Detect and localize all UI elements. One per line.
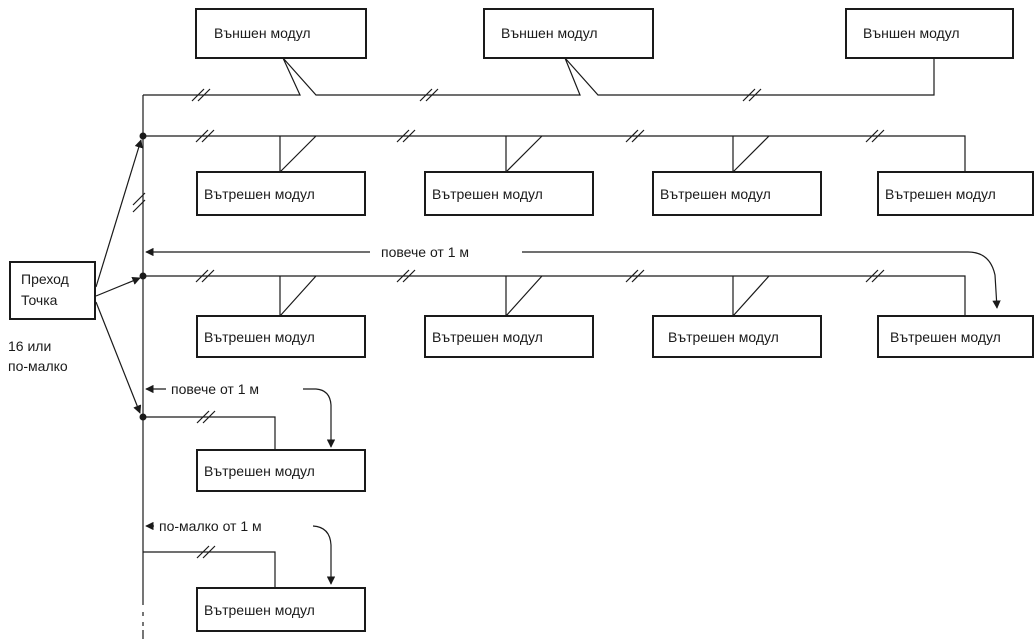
outdoor-unit-3: Външен модул — [845, 8, 1014, 59]
indoor-unit-label: Вътрешен модул — [885, 186, 996, 202]
indoor-unit-label: Вътрешен модул — [204, 463, 315, 479]
junction-label-line1: Преход — [21, 271, 69, 287]
outdoor-unit-label: Външен модул — [863, 25, 960, 41]
junction-dot — [139, 413, 147, 421]
wire-pair-marks — [196, 545, 216, 559]
distance-label: повече от 1 м — [381, 244, 469, 260]
distance-label: повече от 1 м — [171, 381, 259, 397]
indoor-unit-label: Вътрешен модул — [660, 186, 771, 202]
indoor-unit-label: Вътрешен модул — [204, 186, 315, 202]
indoor-unit-5: Вътрешен модул — [196, 315, 366, 358]
junction-arrows — [95, 139, 143, 414]
distance-annotation-1: повече от 1 м — [145, 244, 1001, 309]
outdoor-wiring-line — [143, 57, 935, 96]
indoor-unit-8: Вътрешен модул — [877, 315, 1034, 358]
junction-point-box: Преход Точка — [9, 261, 96, 320]
distance-annotation-3: по-малко от 1 м — [145, 518, 336, 585]
indoor-row2-line — [143, 275, 966, 317]
indoor-unit-3: Вътрешен модул — [652, 171, 822, 216]
outdoor-unit-1: Външен модул — [195, 8, 367, 59]
wire-pair-marks — [195, 269, 885, 283]
count-note-line1: 16 или — [8, 338, 51, 354]
indoor-unit-2: Вътрешен модул — [424, 171, 594, 216]
wire-pair-marks — [196, 410, 216, 424]
indoor-unit-label: Вътрешен модул — [204, 602, 315, 618]
outdoor-unit-2: Външен модул — [483, 8, 654, 59]
indoor-row1-line — [143, 135, 966, 173]
wire-pair-marks — [191, 88, 762, 102]
indoor-unit-label: Вътрешен модул — [668, 329, 779, 345]
count-note-line2: по-малко — [8, 358, 68, 374]
junction-label-line2: Точка — [21, 292, 58, 308]
indoor-unit-7: Вътрешен модул — [652, 315, 822, 358]
outdoor-unit-label: Външен модул — [214, 25, 311, 41]
indoor-unit-label: Вътрешен модул — [432, 329, 543, 345]
indoor-row3-line — [143, 416, 276, 450]
junction-dot — [139, 272, 147, 280]
indoor-unit-label: Вътрешен модул — [890, 329, 1001, 345]
wire-pair-marks — [132, 129, 885, 213]
junction-dot — [139, 132, 147, 140]
indoor-unit-label: Вътрешен модул — [204, 329, 315, 345]
indoor-unit-6: Вътрешен модул — [424, 315, 594, 358]
indoor-unit-1: Вътрешен модул — [196, 171, 366, 216]
outdoor-unit-label: Външен модул — [501, 25, 598, 41]
indoor-unit-10: Вътрешен модул — [196, 587, 366, 632]
indoor-unit-label: Вътрешен модул — [432, 186, 543, 202]
indoor-unit-4: Вътрешен модул — [877, 171, 1034, 216]
indoor-row4-line — [143, 551, 276, 588]
indoor-unit-9: Вътрешен модул — [196, 449, 366, 492]
distance-label: по-малко от 1 м — [159, 518, 262, 534]
distance-annotation-2: повече от 1 м — [145, 381, 336, 448]
